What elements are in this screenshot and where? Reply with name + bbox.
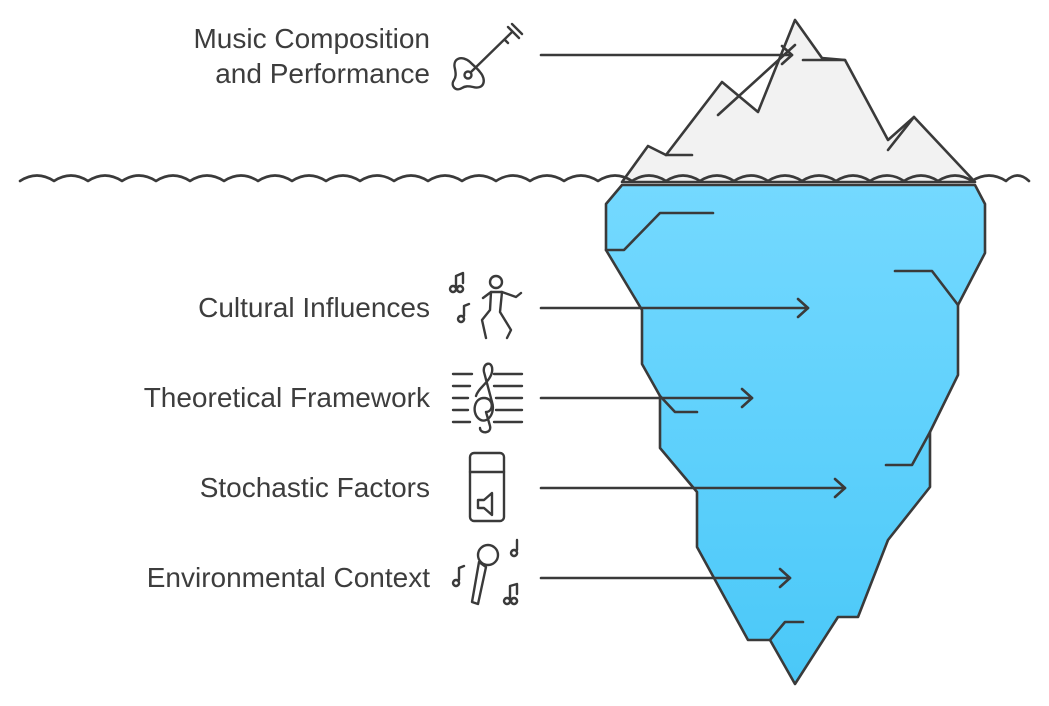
arrow-head <box>833 477 847 499</box>
microphone-icon <box>451 538 519 606</box>
arrow-head <box>780 44 794 66</box>
arrow-head <box>796 297 810 319</box>
iceberg-body <box>604 183 987 686</box>
speaker-device-icon <box>468 451 506 523</box>
stochastic-factors-label: Stochastic Factors <box>200 472 430 503</box>
iceberg-body-detail <box>768 620 805 642</box>
iceberg-body-detail <box>884 430 932 467</box>
theoretical-framework-label: Theoretical Framework <box>144 382 431 413</box>
iceberg-tip-detail <box>716 43 797 117</box>
guitar-icon <box>451 22 524 91</box>
iceberg-body-detail <box>604 211 715 252</box>
cultural-influences-label: Cultural Influences <box>198 292 430 323</box>
iceberg-body-detail <box>658 394 699 414</box>
water-line <box>18 174 1031 183</box>
iceberg-tip <box>620 18 977 184</box>
music-composition-label: Music Composition <box>193 23 430 54</box>
dancing-person-icon <box>448 271 523 340</box>
arrow-head <box>778 567 792 589</box>
environmental-context-label: Environmental Context <box>147 562 430 593</box>
iceberg-body-detail <box>893 269 960 307</box>
iceberg-tip-detail <box>886 115 916 152</box>
music-composition-label-line2: and Performance <box>215 58 430 89</box>
treble-clef-icon <box>451 362 524 434</box>
arrow-head <box>740 387 754 409</box>
